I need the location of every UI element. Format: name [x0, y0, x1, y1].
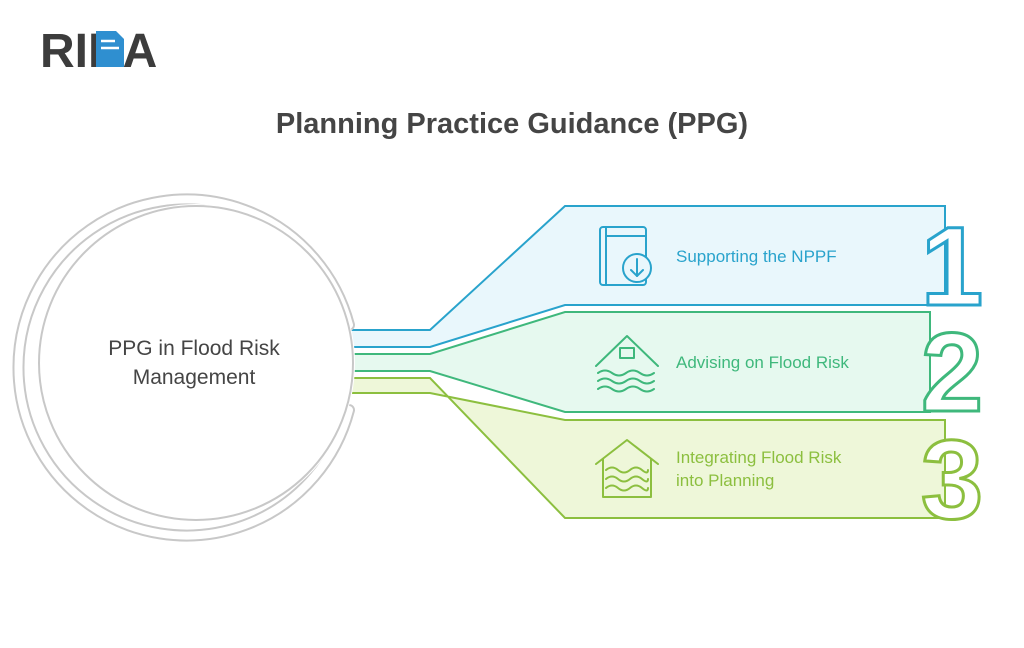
band-2 [349, 311, 931, 413]
center-inner-outline [38, 205, 354, 521]
item-2-label: Advising on Flood Risk [676, 353, 849, 372]
band-3 [349, 377, 946, 519]
center-circle [12, 193, 355, 542]
center-ring-inner [14, 195, 353, 540]
number-2: 2 [921, 310, 983, 435]
book-download-icon [599, 226, 652, 286]
band-2-shape [349, 311, 931, 413]
number-3: 3 [921, 417, 983, 542]
logo: RIDA [40, 25, 157, 78]
center-disc [37, 204, 355, 522]
logo-document-icon [96, 31, 124, 67]
band-3-shape [349, 377, 946, 519]
center-label-line-1: PPG in Flood Risk [108, 337, 280, 360]
item-3-label: Integrating Flood Risk into Planning [676, 448, 846, 490]
center-label-line-2: Management [133, 366, 256, 389]
house-flood-icon [595, 335, 659, 393]
page-title: Planning Practice Guidance (PPG) [276, 108, 748, 140]
item-1-label: Supporting the NPPF [676, 247, 837, 266]
house-water-icon [595, 439, 659, 498]
number-1: 1 [921, 204, 983, 329]
